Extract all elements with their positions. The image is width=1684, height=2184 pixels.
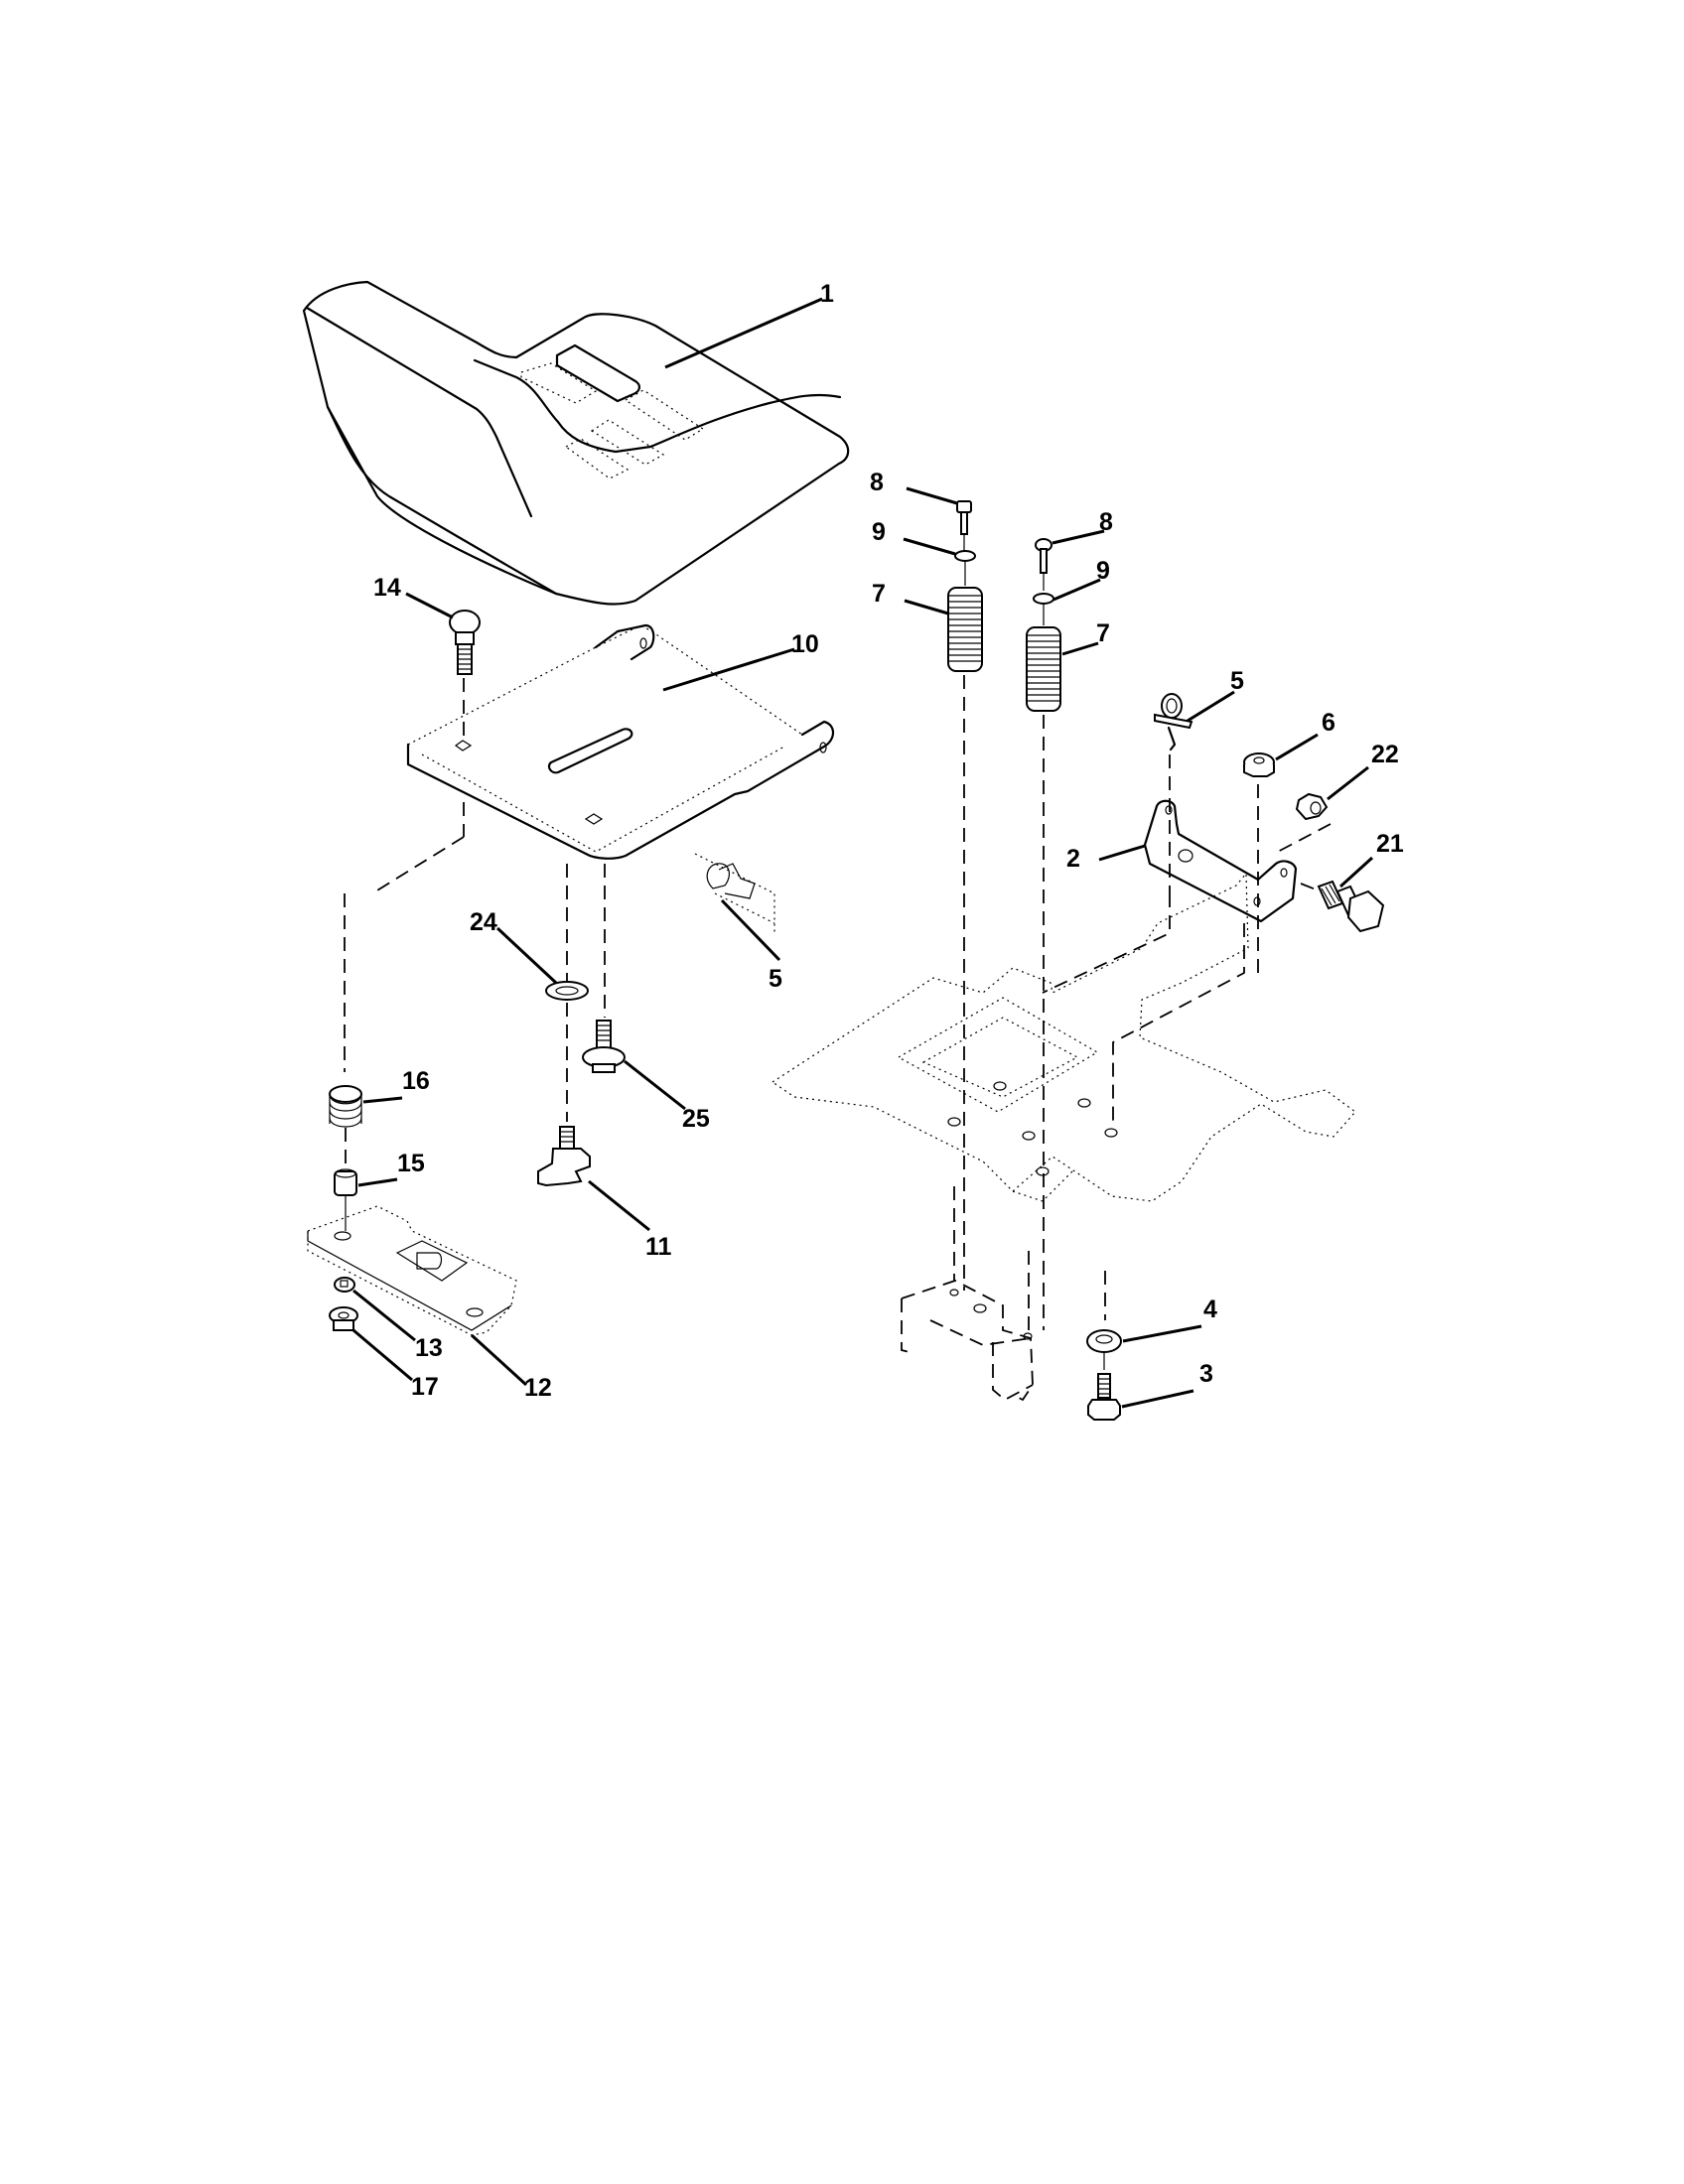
callout-1: 1	[820, 280, 834, 308]
spacer-15	[334, 1168, 357, 1231]
lock-nut-6	[1243, 752, 1275, 973]
leader-16	[362, 1096, 403, 1104]
leader-8a	[906, 486, 958, 505]
callout-22: 22	[1371, 741, 1399, 768]
washer-24	[545, 864, 589, 1122]
callout-3: 3	[1199, 1360, 1213, 1388]
bracket-2	[1143, 799, 1332, 923]
leader-14	[405, 592, 454, 619]
nut-22	[1295, 792, 1329, 821]
shoulder-bolt-21	[1317, 880, 1385, 933]
callout-5-lower: 5	[769, 965, 782, 993]
callout-17: 17	[411, 1373, 439, 1401]
callout-10: 10	[791, 630, 819, 658]
lower-mount-bracket	[901, 1280, 1034, 1402]
callout-5-upper: 5	[1230, 667, 1244, 695]
washer-4	[1086, 1271, 1122, 1370]
callout-6: 6	[1322, 709, 1335, 737]
leader-12	[470, 1333, 528, 1387]
callout-21: 21	[1376, 830, 1404, 858]
callout-11: 11	[645, 1233, 672, 1261]
leader-7b	[1061, 641, 1099, 656]
nut-13	[334, 1277, 355, 1293]
callout-16: 16	[402, 1067, 430, 1095]
callout-14: 14	[373, 574, 401, 602]
leader-1	[664, 297, 823, 369]
leader-17	[352, 1328, 413, 1382]
leader-11	[588, 1179, 650, 1232]
callout-24: 24	[470, 908, 497, 936]
leader-22	[1327, 765, 1369, 801]
leader-24	[495, 926, 558, 985]
callout-4: 4	[1203, 1296, 1217, 1323]
callout-12: 12	[524, 1374, 552, 1402]
callout-8-right: 8	[1099, 508, 1113, 536]
seat	[302, 280, 850, 606]
spring-16	[329, 893, 362, 1169]
leader-13	[352, 1289, 416, 1342]
leader-25	[624, 1059, 686, 1111]
callout-13: 13	[415, 1334, 443, 1362]
leader-5a	[1187, 690, 1235, 723]
callout-15: 15	[397, 1150, 425, 1177]
callout-7-right: 7	[1096, 619, 1110, 647]
bolt-3	[1087, 1373, 1121, 1421]
callout-2: 2	[1066, 845, 1080, 873]
wire-clip-upper	[1154, 693, 1193, 893]
leader-4	[1122, 1324, 1202, 1343]
carriage-bolt	[449, 610, 481, 740]
callout-9-right: 9	[1096, 557, 1110, 585]
seat-pan	[371, 623, 835, 894]
leader-9a	[903, 537, 956, 556]
callout-7-left: 7	[872, 580, 886, 608]
leader-10	[662, 647, 795, 692]
tractor-frame-phantom	[771, 872, 1356, 1335]
leader-15	[357, 1177, 398, 1187]
knob	[537, 1126, 591, 1187]
callout-25: 25	[682, 1105, 710, 1133]
leader-9b	[1052, 578, 1101, 602]
leader-8b	[1052, 529, 1105, 545]
nut-17	[329, 1306, 358, 1331]
bolt-washer-spring-right	[1026, 538, 1061, 1330]
leader-7a	[904, 599, 949, 615]
callout-9-left: 9	[872, 518, 886, 546]
wire-clip-lower	[694, 853, 775, 933]
callout-8-left: 8	[870, 469, 884, 496]
leader-6	[1275, 733, 1319, 761]
leader-3	[1121, 1389, 1194, 1409]
slide-plate	[307, 1205, 517, 1336]
leader-5b	[720, 898, 781, 962]
leader-21	[1338, 856, 1374, 888]
bolt-washer-spring-left	[947, 500, 983, 1291]
leader-2	[1098, 844, 1146, 862]
screw-25	[582, 864, 626, 1073]
